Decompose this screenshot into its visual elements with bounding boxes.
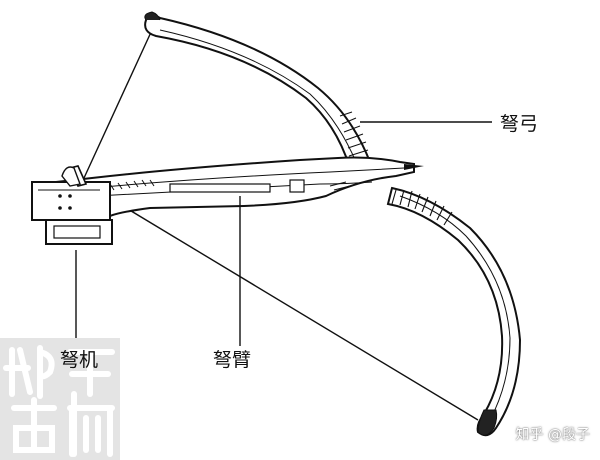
leader-lines xyxy=(76,122,492,346)
label-trigger-mechanism: 弩机 xyxy=(60,351,98,370)
bow-lower-limb xyxy=(388,188,520,435)
label-stock: 弩臂 xyxy=(213,351,251,370)
label-bow: 弩弓 xyxy=(500,115,538,134)
watermark: 知乎 @段子 xyxy=(516,424,590,444)
bow-upper-limb xyxy=(145,12,370,168)
bowstring xyxy=(84,30,478,420)
